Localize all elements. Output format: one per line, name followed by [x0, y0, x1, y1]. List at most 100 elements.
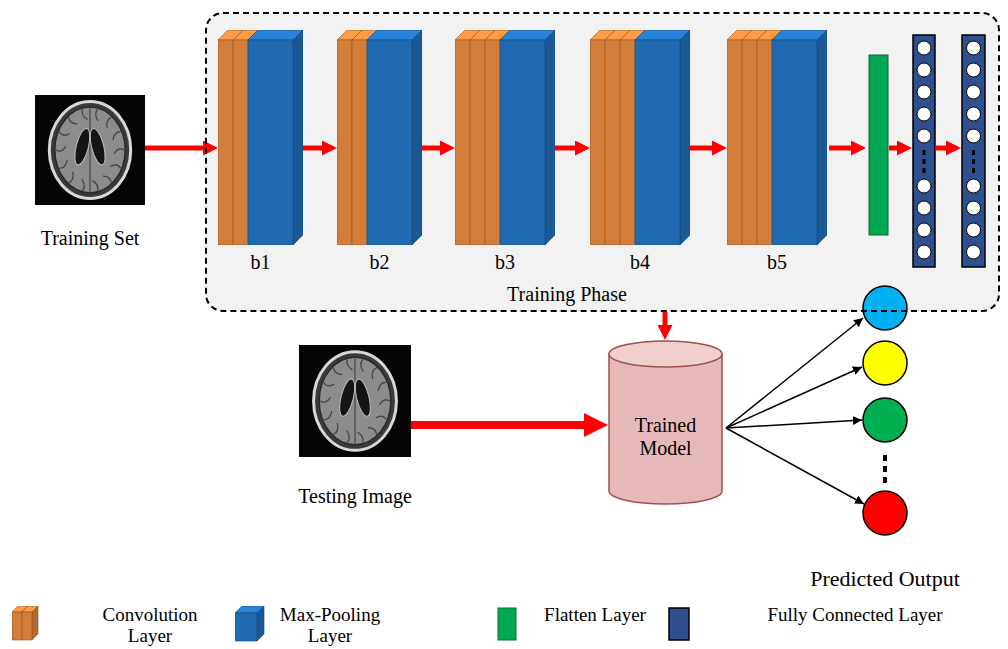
legend-label: Fully Connected Layer: [735, 604, 975, 625]
node-label: b3: [455, 251, 555, 274]
layer-group: [455, 30, 555, 245]
layer-front: [742, 40, 757, 245]
input-image: Training Set: [32, 95, 148, 250]
sulcus: [69, 117, 78, 123]
flatten-layer: [869, 55, 888, 235]
scan-ground: [299, 345, 411, 457]
sulcus: [376, 416, 387, 419]
sulcus: [110, 165, 120, 168]
ventricle: [87, 127, 108, 166]
flow-arrow: [555, 146, 580, 151]
sulcus: [333, 368, 342, 375]
layer-side: [293, 30, 303, 245]
sulcus: [59, 132, 69, 135]
sulcus: [320, 397, 330, 402]
sulcus: [372, 368, 376, 379]
layer-front: [620, 40, 635, 245]
node-label: b4: [590, 251, 690, 274]
sulcus: [107, 117, 111, 128]
layer-group: [337, 30, 422, 245]
brain: [55, 107, 125, 193]
neuron: [917, 63, 931, 77]
sulcus: [347, 431, 350, 443]
sulcus: [82, 179, 84, 191]
flow-arrow: [663, 312, 668, 330]
output-arrow: [726, 420, 862, 428]
sulcus: [361, 360, 364, 372]
flow-arrow: [690, 146, 717, 151]
neuron: [917, 129, 931, 143]
node-label: Training Set: [32, 227, 148, 250]
neuron: [917, 201, 931, 215]
ellipsis-dot: [972, 159, 975, 164]
node-label: b5: [727, 251, 827, 274]
swatch-group: [12, 606, 38, 640]
layer-front: [218, 40, 233, 245]
neuron: [967, 107, 981, 121]
layer-stack: [455, 30, 555, 245]
sulcus: [324, 383, 335, 386]
neuron: [967, 245, 981, 259]
neuron: [967, 179, 981, 193]
brain: [319, 357, 391, 444]
layer-stack: [337, 30, 422, 245]
sulcus: [113, 132, 121, 140]
sulcus: [379, 400, 389, 405]
midline: [355, 358, 356, 443]
mri-scan: [299, 345, 411, 457]
ellipsis-dot: [972, 168, 975, 173]
layer-front: [248, 40, 293, 245]
neuron: [967, 129, 981, 143]
model-cylinder: Trained Model: [608, 340, 723, 505]
ellipsis-dot: [923, 159, 926, 164]
neuron: [967, 41, 981, 55]
sulcus: [358, 432, 363, 442]
flow-arrow: [422, 146, 445, 151]
layer-side: [545, 30, 555, 245]
layer-side: [32, 606, 38, 640]
legend-swatch: [12, 606, 52, 644]
node-label: b1: [218, 251, 303, 274]
legend-swatch: [235, 606, 275, 644]
fully-connected-layer: [962, 35, 985, 267]
layer-front: [12, 612, 22, 640]
sulcus: [93, 181, 98, 191]
layer-front: [470, 40, 485, 245]
ventricle: [72, 127, 93, 166]
flow-arrow: [411, 421, 591, 429]
phase-ground: [206, 13, 999, 311]
layer-front: [757, 40, 772, 245]
legend-label: Flatten Layer: [540, 604, 650, 625]
ellipsis-dot: [883, 455, 887, 461]
neuron: [917, 41, 931, 55]
layer-front: [485, 40, 500, 245]
neuron: [967, 85, 981, 99]
neuron: [917, 223, 931, 237]
cylinder-top: [609, 341, 722, 367]
sulcus: [96, 109, 98, 121]
neuron: [917, 179, 931, 193]
sulcus: [59, 160, 67, 168]
sulcus: [82, 109, 87, 119]
sulcus: [368, 428, 377, 435]
mri-scan: [35, 95, 145, 205]
layer-side: [680, 30, 690, 245]
output-class: [863, 341, 907, 385]
legend-label: Max-Pooling Layer: [270, 604, 390, 646]
legend-label: Convolution Layer: [85, 604, 215, 646]
conv-block: b3: [455, 30, 555, 274]
output-arrow: [726, 318, 863, 428]
node-label: b2: [337, 251, 422, 274]
flow-arrow: [936, 146, 951, 151]
flow-arrow: [889, 146, 902, 151]
conv-block: b4: [590, 30, 690, 274]
layer-front: [772, 40, 817, 245]
conv-block: b2: [337, 30, 422, 274]
legend-swatch: [668, 606, 708, 644]
swatch-group: [235, 606, 264, 641]
legend-swatch: [497, 606, 537, 644]
layer-side: [412, 30, 422, 245]
conv-block: b5: [727, 30, 827, 274]
output-arrow: [726, 428, 864, 504]
